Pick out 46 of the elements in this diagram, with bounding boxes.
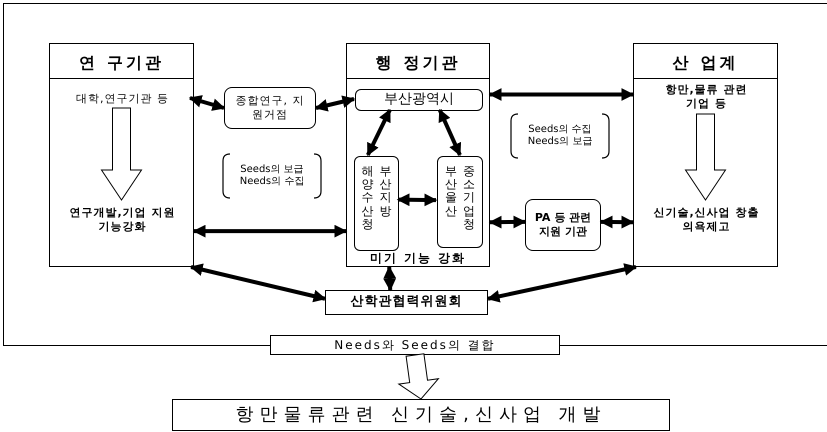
double-arrow	[190, 263, 326, 302]
node-text: 항만,물류 관련 기업 등	[664, 83, 748, 111]
double-arrow	[192, 224, 348, 238]
double-arrow	[438, 108, 462, 156]
vertical-text: 중소기업청	[463, 165, 475, 231]
group-title: 행 정기관	[376, 53, 460, 72]
double-arrow	[314, 95, 356, 112]
node-text: 연구개발,기업 지원 기능강화	[68, 206, 176, 234]
group-box	[346, 43, 490, 267]
bracket-note: Seeds의 보급 Needs의 수집	[238, 164, 306, 188]
rounded-box	[224, 87, 316, 129]
bracket-note: Seeds의 수집 Needs의 보급	[526, 124, 594, 148]
rounded-box	[354, 156, 399, 251]
double-arrow	[396, 193, 438, 206]
node-text: PA 등 관련지원 기관	[534, 211, 592, 239]
double-arrow	[366, 108, 392, 156]
double-arrow	[188, 95, 226, 111]
double-arrow	[488, 216, 526, 228]
vertical-text: 해양수산청	[362, 165, 374, 231]
rounded-box	[355, 89, 483, 111]
vertical-text: 부산지방	[380, 165, 392, 218]
rounded-box	[525, 199, 601, 251]
hollow-arrow	[397, 353, 440, 400]
group-footer-text: 미기 기능 강화	[370, 251, 466, 265]
group-box	[633, 43, 778, 267]
node-text: 종합연구, 지원거점	[234, 94, 306, 122]
vertical-text: 부산울산	[445, 165, 457, 218]
group-title: 산 업계	[672, 53, 738, 72]
group-title: 연 구기관	[79, 53, 164, 72]
group-box	[49, 43, 194, 267]
result-box	[172, 399, 670, 431]
node-text: 대학,연구기관 등	[76, 92, 169, 106]
process-box	[270, 335, 560, 355]
double-arrow	[600, 216, 634, 228]
hollow-arrow	[100, 108, 142, 201]
node-text: 부산광역시	[384, 91, 454, 109]
hollow-arrow	[684, 114, 726, 201]
double-arrow	[383, 266, 396, 292]
double-arrow	[488, 88, 634, 101]
node-text: 항만물류관련 신기술,신사업 개발	[235, 404, 607, 426]
double-arrow	[486, 263, 638, 303]
rounded-box	[437, 156, 483, 248]
node-text: 산학관협력위원회	[350, 294, 462, 311]
node-text: Needs와 Seeds의 결합	[334, 338, 496, 352]
node-text: 신기술,신사업 창출 의욕제고	[652, 206, 760, 234]
process-box	[325, 290, 488, 315]
